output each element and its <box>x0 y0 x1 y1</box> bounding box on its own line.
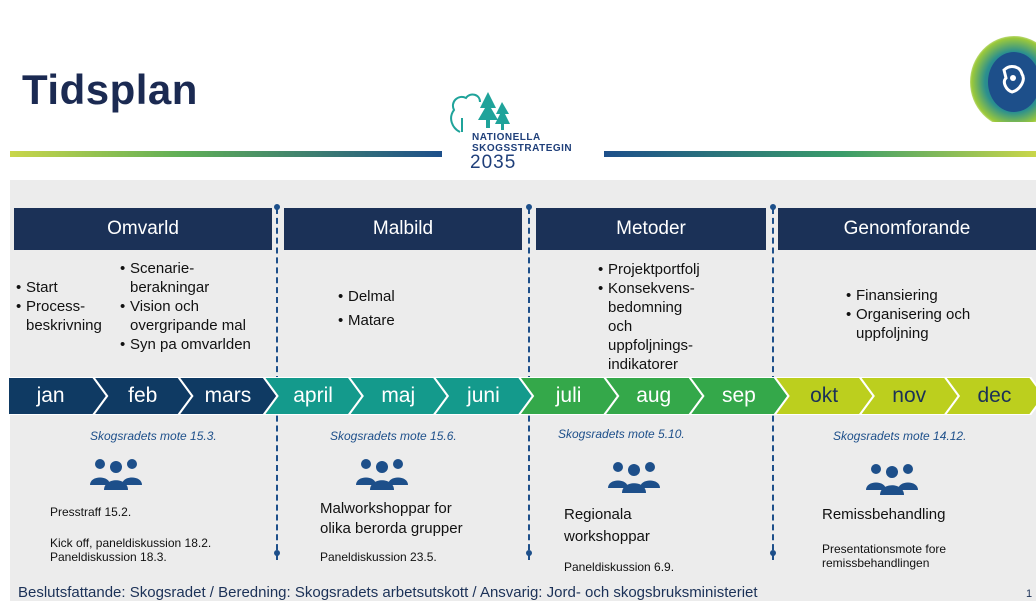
month-chevron-juni <box>432 377 535 415</box>
meeting-q2: Skogsradets mote 15.6. <box>330 429 457 443</box>
people-group-icon <box>356 459 408 490</box>
event-remissbehandling: Remissbehandling <box>822 506 946 523</box>
list-item: Konsekvens- <box>598 279 700 298</box>
list-item-cont: indikatorer <box>608 356 679 373</box>
event-line: remissbehandlingen <box>822 556 930 570</box>
event-paneldiskussion-q1: Paneldiskussion 18.3. <box>50 550 167 564</box>
list-item-cont: uppfoljnings- <box>608 337 694 354</box>
logo-line-1: NATIONELLA <box>472 132 541 143</box>
month-label-nov: nov <box>892 384 927 407</box>
month-label-dec: dec <box>977 384 1012 407</box>
lion-crest-icon <box>970 36 1036 128</box>
list-item-cont: och <box>608 318 633 335</box>
list-item-cont: berakningar <box>130 279 210 296</box>
people-group-icon <box>90 459 142 490</box>
event-regionala: Regionala workshoppar <box>564 504 650 548</box>
month-label-maj: maj <box>381 384 416 407</box>
event-line: Presentationsmote fore <box>822 542 947 556</box>
month-chevron-sep <box>688 377 790 415</box>
page-number: 1 <box>1026 588 1033 600</box>
list-item: Vision och <box>120 297 251 316</box>
phase-header-malbild: Malbild <box>284 208 522 250</box>
month-label-mars: mars <box>204 384 252 407</box>
divider-dot <box>274 550 280 556</box>
divider-dot <box>526 550 532 556</box>
month-chevron-okt <box>773 377 875 415</box>
divider-dot <box>770 204 776 210</box>
month-label-sep: sep <box>721 384 756 407</box>
list-item-cont: overgripande mal <box>130 317 246 334</box>
omvarld-list-1: Start Process- beskrivning <box>16 278 102 335</box>
phase-header-omvarld: Omvarld <box>14 208 272 250</box>
month-label-feb: feb <box>128 384 158 407</box>
list-item: Process- <box>16 297 102 316</box>
strategy-logo: NATIONELLA SKOGSSTRATEGIN 2035 <box>442 88 604 178</box>
month-label-juli: juli <box>555 384 582 407</box>
month-timeline <box>7 377 1036 415</box>
month-chevron-april <box>262 377 364 415</box>
event-malworkshoppar: Malworkshoppar for olika berorda grupper <box>320 499 463 539</box>
month-chevron-mars <box>177 377 279 415</box>
list-item: Matare <box>338 309 395 333</box>
list-item-cont: uppfoljning <box>856 325 929 342</box>
divider-dot <box>274 204 280 210</box>
list-item: Projektportfolj <box>598 260 700 279</box>
meeting-q4: Skogsradets mote 14.12. <box>833 429 967 443</box>
month-label-jan: jan <box>36 384 65 407</box>
event-line: Regionala <box>564 506 632 523</box>
metoder-list: Projektportfolj Konsekvens- bedomning oc… <box>598 260 700 374</box>
divider-dot <box>770 550 776 556</box>
month-chevron-maj <box>347 377 450 415</box>
logo-year: 2035 <box>470 152 517 173</box>
event-line: Malworkshoppar for <box>320 500 452 517</box>
page-title: Tidsplan <box>22 66 198 113</box>
event-kickoff: Kick off, paneldiskussion 18.2. <box>50 536 212 550</box>
omvarld-list-2: Scenarie- berakningar Vision och overgri… <box>120 259 251 354</box>
event-line: olika berorda grupper <box>320 520 463 537</box>
list-item: Start <box>16 278 102 297</box>
list-item: Syn pa omvarlden <box>120 335 251 354</box>
genomforande-list: Finansiering Organisering och uppfoljnin… <box>846 286 970 343</box>
forest-trees-icon <box>450 92 510 133</box>
list-item: Organisering och <box>846 305 970 324</box>
month-label-juni: juni <box>467 384 500 407</box>
event-presentationsmote: Presentationsmote fore remissbehandlinge… <box>822 542 946 570</box>
month-label-okt: okt <box>810 384 839 407</box>
malbild-list: Delmal Matare <box>338 285 395 333</box>
list-item: Scenarie- <box>120 259 251 278</box>
month-chevron-juli <box>517 377 620 415</box>
divider-dot <box>526 204 532 210</box>
people-group-icon <box>608 462 660 493</box>
event-paneldiskussion-q2: Paneldiskussion 23.5. <box>320 550 437 564</box>
meeting-q3: Skogsradets mote 5.10. <box>558 427 685 441</box>
month-label-aug: aug <box>636 384 672 407</box>
phase-header-genomforande: Genomforande <box>778 208 1036 250</box>
month-chevron-dec <box>943 377 1036 415</box>
list-item-cont: bedomning <box>608 299 683 316</box>
event-presstraff: Presstraff 15.2. <box>50 505 132 519</box>
event-line: workshoppar <box>564 528 650 545</box>
month-label-april: april <box>293 384 333 407</box>
people-group-icon <box>866 464 918 495</box>
header-stripe-left <box>10 151 442 157</box>
ministry-emblem <box>966 18 1036 128</box>
list-item: Delmal <box>338 285 395 309</box>
event-paneldiskussion-q3: Paneldiskussion 6.9. <box>564 560 675 574</box>
list-item-cont: beskrivning <box>26 317 102 334</box>
month-chevron-feb <box>91 377 194 415</box>
meeting-q1: Skogsradets mote 15.3. <box>90 429 217 443</box>
list-item: Finansiering <box>846 286 970 305</box>
logo-line-2: SKOGSSTRATEGIN <box>472 143 573 154</box>
month-chevron-aug <box>602 377 705 415</box>
footer-responsibility: Beslutsfattande: Skogsradet / Beredning:… <box>18 584 758 601</box>
phase-header-metoder: Metoder <box>536 208 766 250</box>
header-stripe-right <box>604 151 1036 157</box>
month-chevron-nov <box>858 377 961 415</box>
